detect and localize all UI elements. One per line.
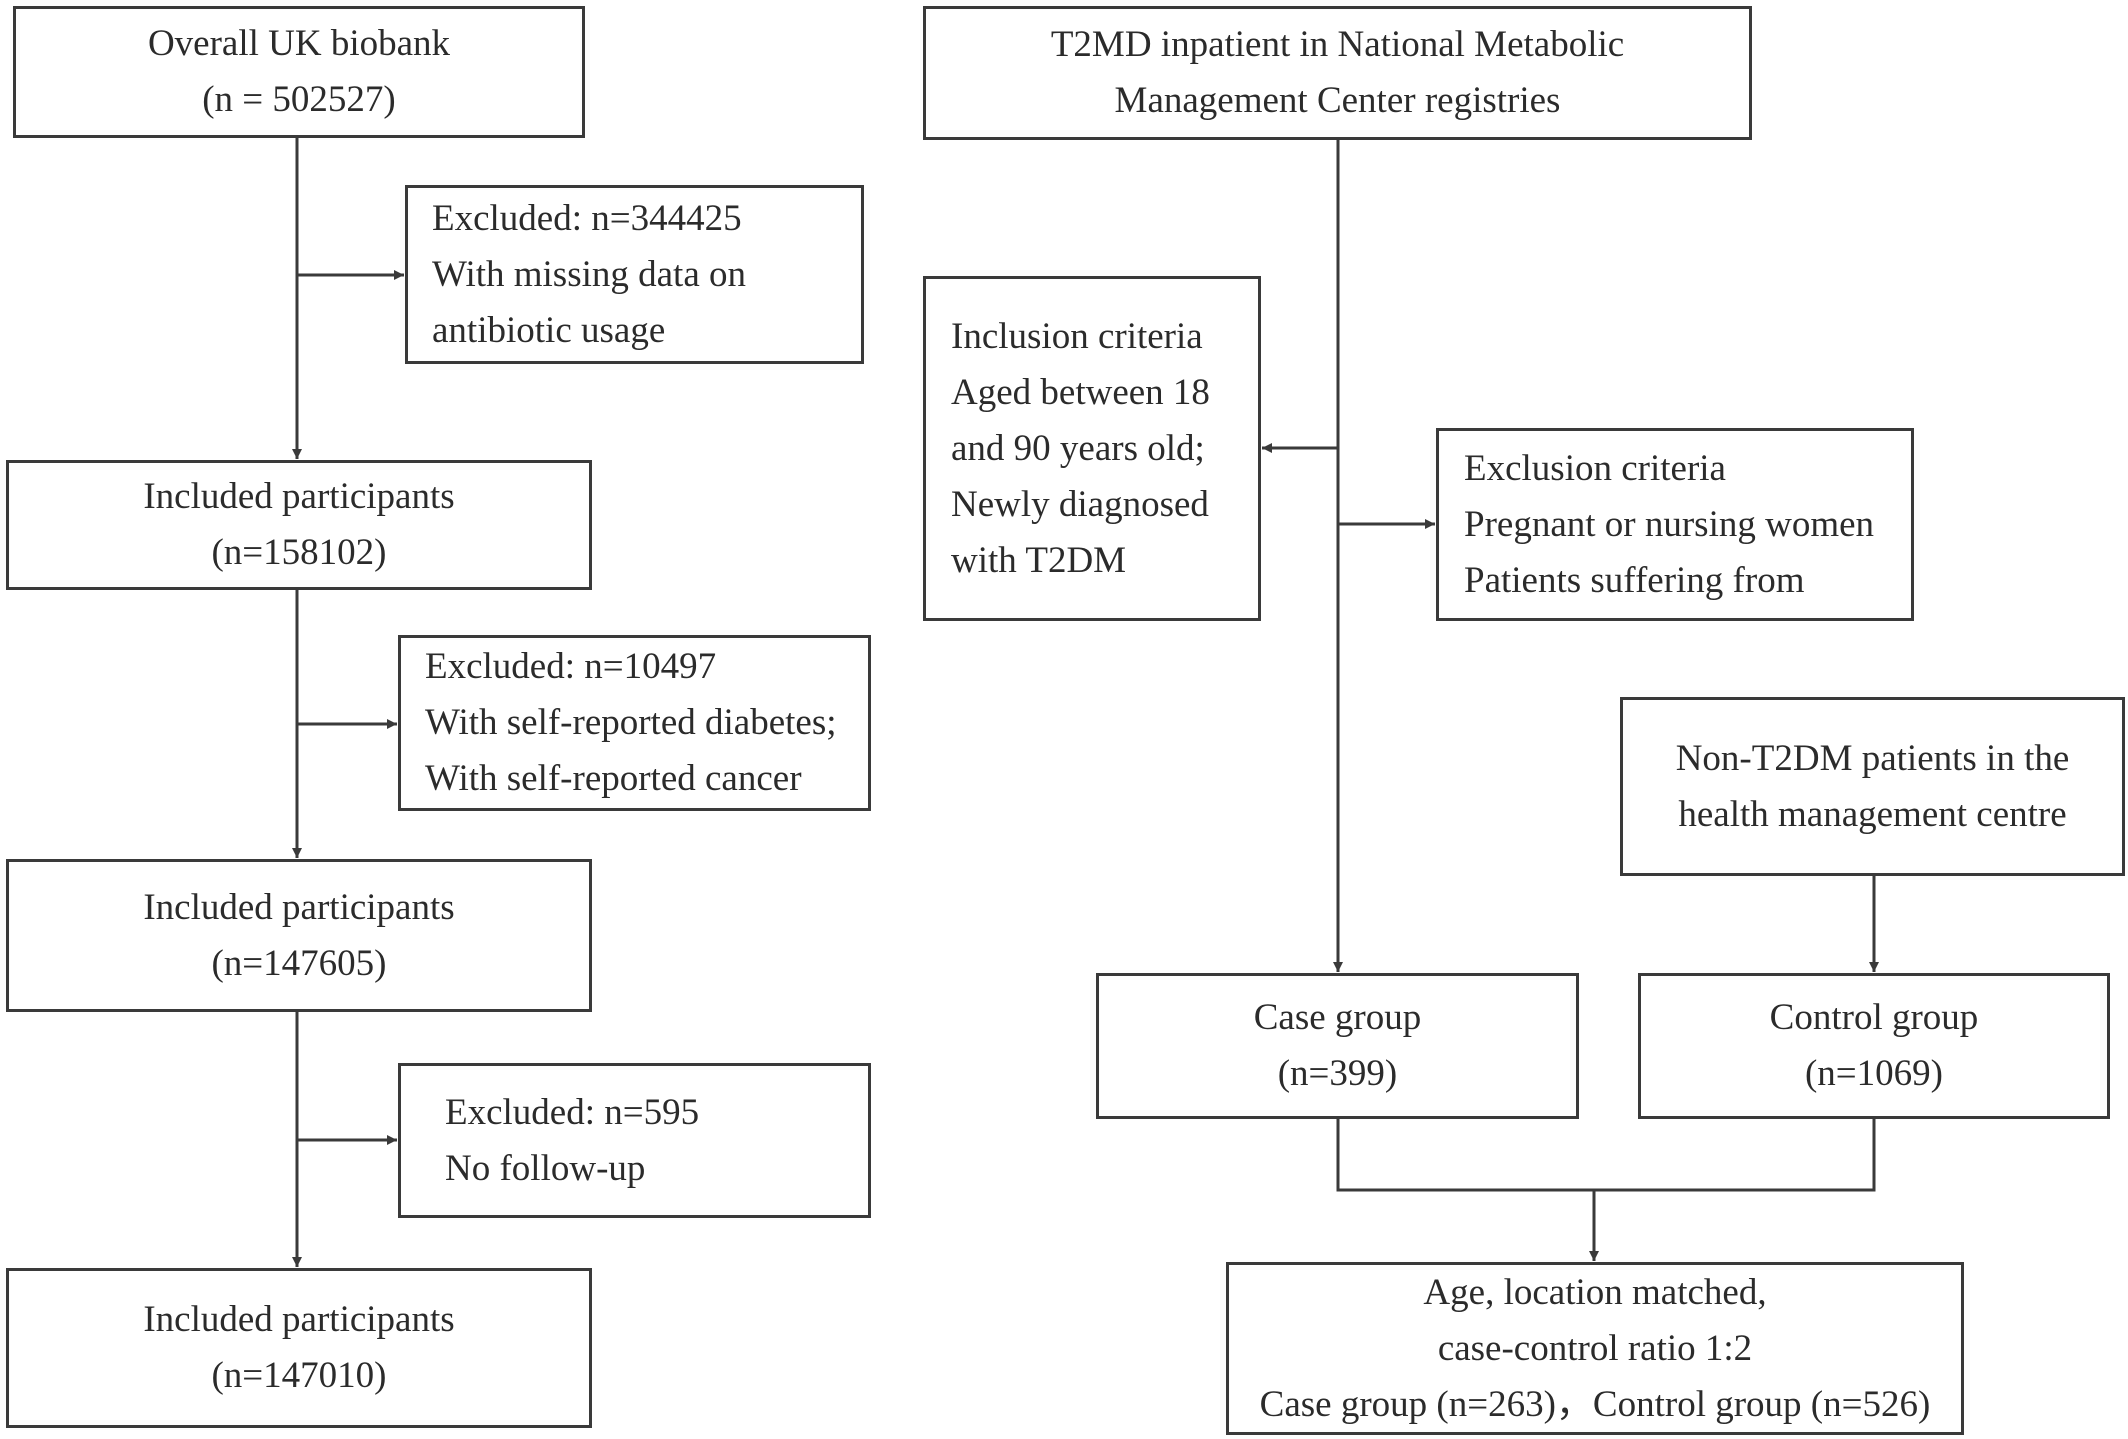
merge-line [1336,1118,1876,1192]
inclusion-line4: Newly diagnosed [951,483,1209,525]
included-participants-box-1: Included participants (n=158102) [6,460,592,590]
exclusion-criteria-title: Exclusion criteria [1464,447,1726,489]
exclusion-criteria-box: Exclusion criteria Pregnant or nursing w… [1436,428,1914,621]
source-line2: Management Center registries [1114,80,1561,121]
exclusion-box-2: Excluded: n=10497 With self-reported dia… [398,635,871,811]
inclusion-criteria-box: Inclusion criteria Aged between 18 and 9… [923,276,1261,621]
non-t2dm-line1: Non-T2DM patients in the [1675,737,2070,779]
exclusion-3-line2: No follow-up [445,1147,646,1189]
inclusion-title: Inclusion criteria [951,315,1203,357]
exclusion-2-line3: With self-reported cancer [425,758,802,799]
included-2-title: Included participants [143,886,455,928]
exclusion-2-line2: With self-reported diabetes; [425,702,837,743]
matched-line3: Case group (n=263)，Control group (n=526) [1259,1383,1931,1425]
included-participants-box-2: Included participants (n=147605) [6,859,592,1012]
exclusion-1-title: Excluded: n=344425 [432,197,742,239]
non-t2dm-box: Non-T2DM patients in the health manageme… [1620,697,2125,876]
control-group-count: (n=1069) [1804,1053,1943,1094]
overall-title: Overall UK biobank [147,23,451,64]
inclusion-line2: Aged between 18 [951,371,1210,413]
inclusion-line5: with T2DM [951,539,1127,581]
matched-result-box: Age, location matched, case-control rati… [1226,1262,1964,1435]
matched-line1: Age, location matched, [1423,1271,1767,1313]
included-participants-box-3: Included participants (n=147010) [6,1268,592,1428]
control-group-title: Control group [1769,997,1979,1038]
exclusion-2-title: Excluded: n=10497 [425,646,717,687]
exclusion-3-title: Excluded: n=595 [445,1091,700,1133]
overall-uk-biobank-box: Overall UK biobank (n = 502527) [13,6,585,138]
exclusion-1-line3: antibiotic usage [432,309,666,351]
matched-line2: case-control ratio 1:2 [1437,1327,1753,1369]
source-line1: T2MD inpatient in National Metabolic [1050,24,1625,65]
case-group-title: Case group [1253,997,1422,1038]
exclusion-box-3: Excluded: n=595 No follow-up [398,1063,871,1218]
t2md-source-box: T2MD inpatient in National Metabolic Man… [923,6,1752,140]
exclusion-criteria-line2: Pregnant or nursing women [1464,503,1875,545]
exclusion-box-1: Excluded: n=344425 With missing data on … [405,185,864,364]
included-3-count: (n=147010) [211,1355,387,1396]
included-1-count: (n=158102) [211,532,387,573]
control-group-box: Control group (n=1069) [1638,973,2110,1119]
included-1-title: Included participants [143,476,455,517]
non-t2dm-line2: health management centre [1678,793,2067,835]
inclusion-line3: and 90 years old; [951,427,1205,469]
case-group-count: (n=399) [1277,1053,1398,1094]
case-group-box: Case group (n=399) [1096,973,1579,1119]
overall-count: (n = 502527) [202,79,396,120]
included-2-count: (n=147605) [211,942,387,984]
exclusion-1-line2: With missing data on [432,253,747,295]
included-3-title: Included participants [143,1299,455,1340]
exclusion-criteria-line3: Patients suffering from [1464,559,1805,601]
